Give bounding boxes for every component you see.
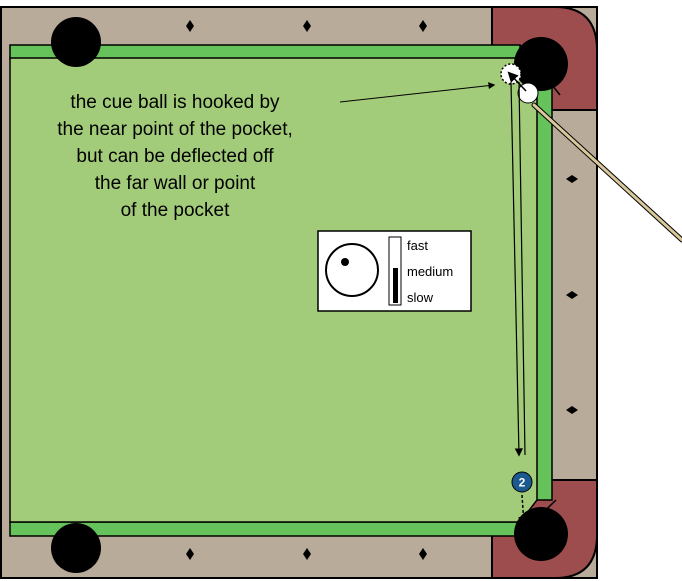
pocket-top-left bbox=[51, 17, 101, 67]
speed-label-medium: medium bbox=[407, 264, 453, 279]
cushion-right bbox=[536, 80, 552, 500]
object-ball-number: 2 bbox=[519, 476, 526, 490]
speed-label-fast: fast bbox=[407, 238, 428, 253]
cue-tip-contact-dot bbox=[341, 258, 349, 266]
annotation-line: the cue ball is hooked by bbox=[70, 92, 280, 113]
annotation-line: the far wall or point bbox=[95, 173, 256, 194]
shot-legend: fast medium slow bbox=[318, 231, 471, 311]
annotation-line: the near point of the pocket, bbox=[57, 119, 293, 140]
annotation-line: but can be deflected off bbox=[76, 146, 274, 167]
annotation-line: of the pocket bbox=[121, 200, 231, 221]
pocket-top-right bbox=[514, 37, 568, 91]
pocket-bottom-left bbox=[51, 523, 101, 573]
speed-label-slow: slow bbox=[407, 290, 434, 305]
cue-ball-tip-diagram bbox=[326, 244, 378, 296]
speed-gauge-fill bbox=[393, 268, 398, 303]
ghost-ball bbox=[501, 64, 521, 84]
